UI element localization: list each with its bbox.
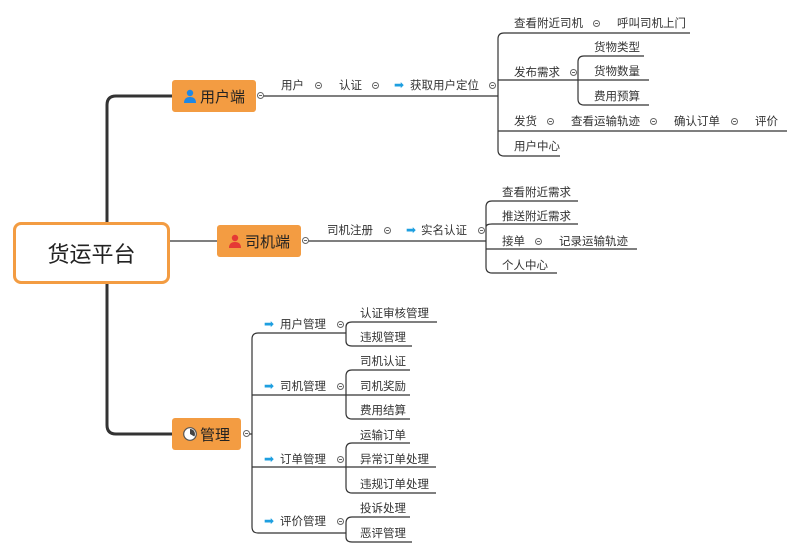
driver-node[interactable]: 司机端: [217, 225, 301, 257]
collapse-toggle[interactable]: [731, 118, 738, 125]
publish-goods-type[interactable]: 货物类型: [594, 40, 640, 54]
admin-driver-auth[interactable]: 司机认证: [360, 354, 406, 368]
admin-user-mgmt[interactable]: 用户管理: [280, 317, 326, 331]
publish-fanout-line: [577, 55, 649, 106]
driver-personal-center[interactable]: 个人中心: [502, 258, 548, 272]
arrow-right-icon: ➡: [264, 452, 275, 466]
root-trunk-line: [105, 94, 172, 222]
root-label: 货运平台: [47, 243, 136, 268]
admin-review-items-line: [345, 516, 412, 543]
user-icon: [228, 234, 242, 248]
driver-accept[interactable]: 接单: [502, 234, 525, 248]
user-call-driver[interactable]: 呼叫司机上门: [617, 16, 686, 30]
admin-bad-review[interactable]: 恶评管理: [360, 526, 406, 540]
user-center[interactable]: 用户中心: [514, 139, 560, 153]
publish-budget[interactable]: 费用预算: [594, 89, 640, 103]
publish-goods-qty[interactable]: 货物数量: [594, 64, 640, 78]
admin-user-items-line: [345, 321, 437, 347]
admin-violation[interactable]: 违规管理: [360, 330, 406, 344]
user-ship[interactable]: 发货: [514, 114, 537, 128]
arrow-right-icon: ➡: [264, 379, 275, 393]
driver-push-demand[interactable]: 推送附近需求: [502, 209, 571, 223]
admin-transport-order[interactable]: 运输订单: [360, 428, 406, 442]
root-node[interactable]: 货运平台: [13, 222, 170, 284]
admin-node-label: 管理: [199, 425, 230, 444]
user-node[interactable]: 用户端: [172, 80, 256, 112]
user-chain-location[interactable]: 获取用户定位: [410, 78, 479, 92]
user-publish[interactable]: 发布需求: [514, 65, 560, 79]
admin-driver-items-line: [345, 369, 410, 420]
driver-register[interactable]: 司机注册: [327, 223, 373, 237]
collapse-toggle[interactable]: [337, 518, 344, 525]
root-trunk-line-bottom: [105, 284, 172, 436]
collapse-toggle[interactable]: [650, 118, 657, 125]
user-nearby-drivers[interactable]: 查看附近司机: [514, 16, 583, 30]
user-review[interactable]: 评价: [755, 114, 778, 128]
admin-violation-order[interactable]: 违规订单处理: [360, 477, 429, 491]
collapse-toggle[interactable]: [315, 82, 322, 89]
arrow-right-icon: ➡: [394, 78, 405, 92]
collapse-toggle[interactable]: [337, 321, 344, 328]
user-confirm-order[interactable]: 确认订单: [674, 114, 720, 128]
admin-order-mgmt[interactable]: 订单管理: [280, 452, 326, 466]
admin-driver-reward[interactable]: 司机奖励: [360, 379, 406, 393]
admin-auth-review[interactable]: 认证审核管理: [360, 306, 429, 320]
admin-collapse-toggle[interactable]: [243, 430, 250, 437]
admin-abnormal-order[interactable]: 异常订单处理: [360, 452, 429, 466]
driver-node-label: 司机端: [244, 232, 290, 251]
admin-order-items-line: [345, 442, 436, 494]
collapse-toggle[interactable]: [372, 82, 379, 89]
driver-record-track[interactable]: 记录运输轨迹: [559, 234, 628, 248]
user-chain-user[interactable]: 用户: [281, 78, 304, 92]
driver-fanout-line: [485, 200, 578, 274]
collapse-toggle[interactable]: [593, 20, 600, 27]
admin-fanout-line: [246, 332, 346, 534]
user-node-label: 用户端: [199, 87, 245, 106]
admin-complaint[interactable]: 投诉处理: [360, 501, 406, 515]
collapse-toggle[interactable]: [478, 227, 485, 234]
admin-review-mgmt[interactable]: 评价管理: [280, 514, 326, 528]
admin-node[interactable]: 管理: [172, 418, 241, 450]
collapse-toggle[interactable]: [337, 456, 344, 463]
clock-icon: [183, 427, 197, 441]
collapse-toggle[interactable]: [489, 82, 496, 89]
admin-settlement[interactable]: 费用结算: [360, 403, 406, 417]
driver-nearby-demand[interactable]: 查看附近需求: [502, 185, 571, 199]
collapse-toggle[interactable]: [570, 69, 577, 76]
user-icon: [183, 89, 197, 103]
user-track[interactable]: 查看运输轨迹: [571, 114, 640, 128]
admin-driver-mgmt[interactable]: 司机管理: [280, 379, 326, 393]
user-collapse-toggle[interactable]: [257, 92, 264, 99]
user-chain-auth[interactable]: 认证: [339, 78, 362, 92]
collapse-toggle[interactable]: [535, 238, 542, 245]
arrow-right-icon: ➡: [406, 223, 417, 237]
collapse-toggle[interactable]: [547, 118, 554, 125]
arrow-right-icon: ➡: [264, 514, 275, 528]
driver-realname[interactable]: 实名认证: [421, 223, 467, 237]
collapse-toggle[interactable]: [384, 227, 391, 234]
driver-collapse-toggle[interactable]: [302, 237, 309, 244]
arrow-right-icon: ➡: [264, 317, 275, 331]
collapse-toggle[interactable]: [337, 383, 344, 390]
user-fanout-line: [497, 32, 610, 157]
